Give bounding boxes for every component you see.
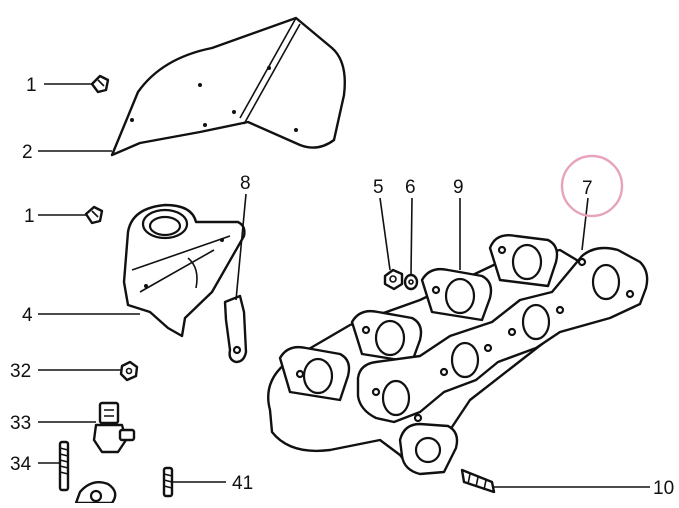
bolt-middle (84, 205, 104, 225)
callout-label: 7 (582, 178, 593, 199)
callout-label: 1 (26, 75, 37, 96)
nut-5 (383, 268, 404, 291)
callout-7-highlight (560, 154, 624, 218)
stud-41 (162, 466, 174, 498)
callout-label: 8 (240, 173, 251, 194)
callout-label: 10 (653, 478, 674, 499)
callout-labels: 1 2 1 4 32 33 34 41 5 6 9 7 8 10 (10, 75, 674, 499)
bracket (223, 294, 248, 364)
callout-label: 4 (22, 305, 33, 326)
leader-lines (38, 83, 650, 488)
stud-10 (460, 468, 496, 494)
heat-shield (110, 16, 346, 157)
callout-label: 34 (10, 454, 32, 475)
washer-6 (403, 273, 419, 291)
small-gasket (74, 481, 117, 505)
callout-label: 9 (453, 177, 464, 198)
stud-34 (58, 440, 70, 492)
callout-label: 5 (373, 177, 384, 198)
callout-label: 6 (405, 177, 416, 198)
exhaust-manifold (267, 234, 592, 476)
callout-label: 41 (232, 473, 253, 494)
callout-label: 1 (24, 206, 35, 227)
manifold-gasket (356, 246, 649, 424)
nut-32 (119, 360, 139, 382)
bolt-top (90, 74, 110, 94)
valve-fitting (92, 401, 136, 454)
heat-box (122, 203, 246, 338)
callout-label: 33 (10, 413, 31, 434)
callout-label: 32 (10, 361, 31, 382)
callout-label: 2 (22, 142, 33, 163)
